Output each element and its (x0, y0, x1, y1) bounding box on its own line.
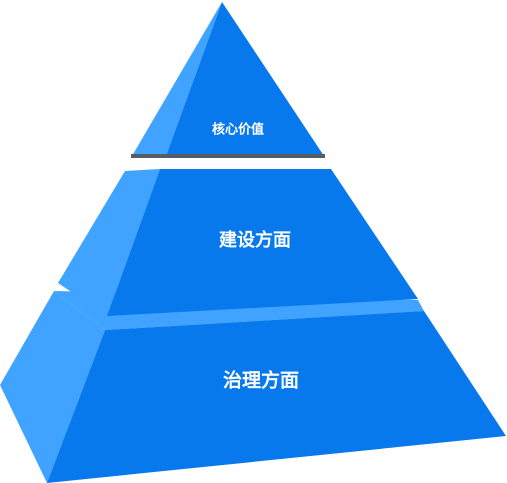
tier-middle-front-face (107, 169, 418, 316)
tier-bottom-label: 治理方面 (223, 369, 299, 392)
tier-middle: 建设方面 (58, 169, 418, 316)
tier-top-front-face (166, 2, 324, 156)
tier-top-label: 核心价值 (212, 122, 264, 138)
tier-bottom: 治理方面 (0, 291, 506, 483)
tier-top-side-face (132, 2, 222, 156)
tier-top-divider (131, 154, 325, 158)
tier-bottom-front-face (47, 311, 506, 483)
tier-top: 核心价值 (131, 2, 325, 158)
tier-middle-side-face (58, 169, 160, 316)
tier-bottom-side-face (0, 291, 105, 483)
tier-middle-label: 建设方面 (219, 229, 291, 251)
